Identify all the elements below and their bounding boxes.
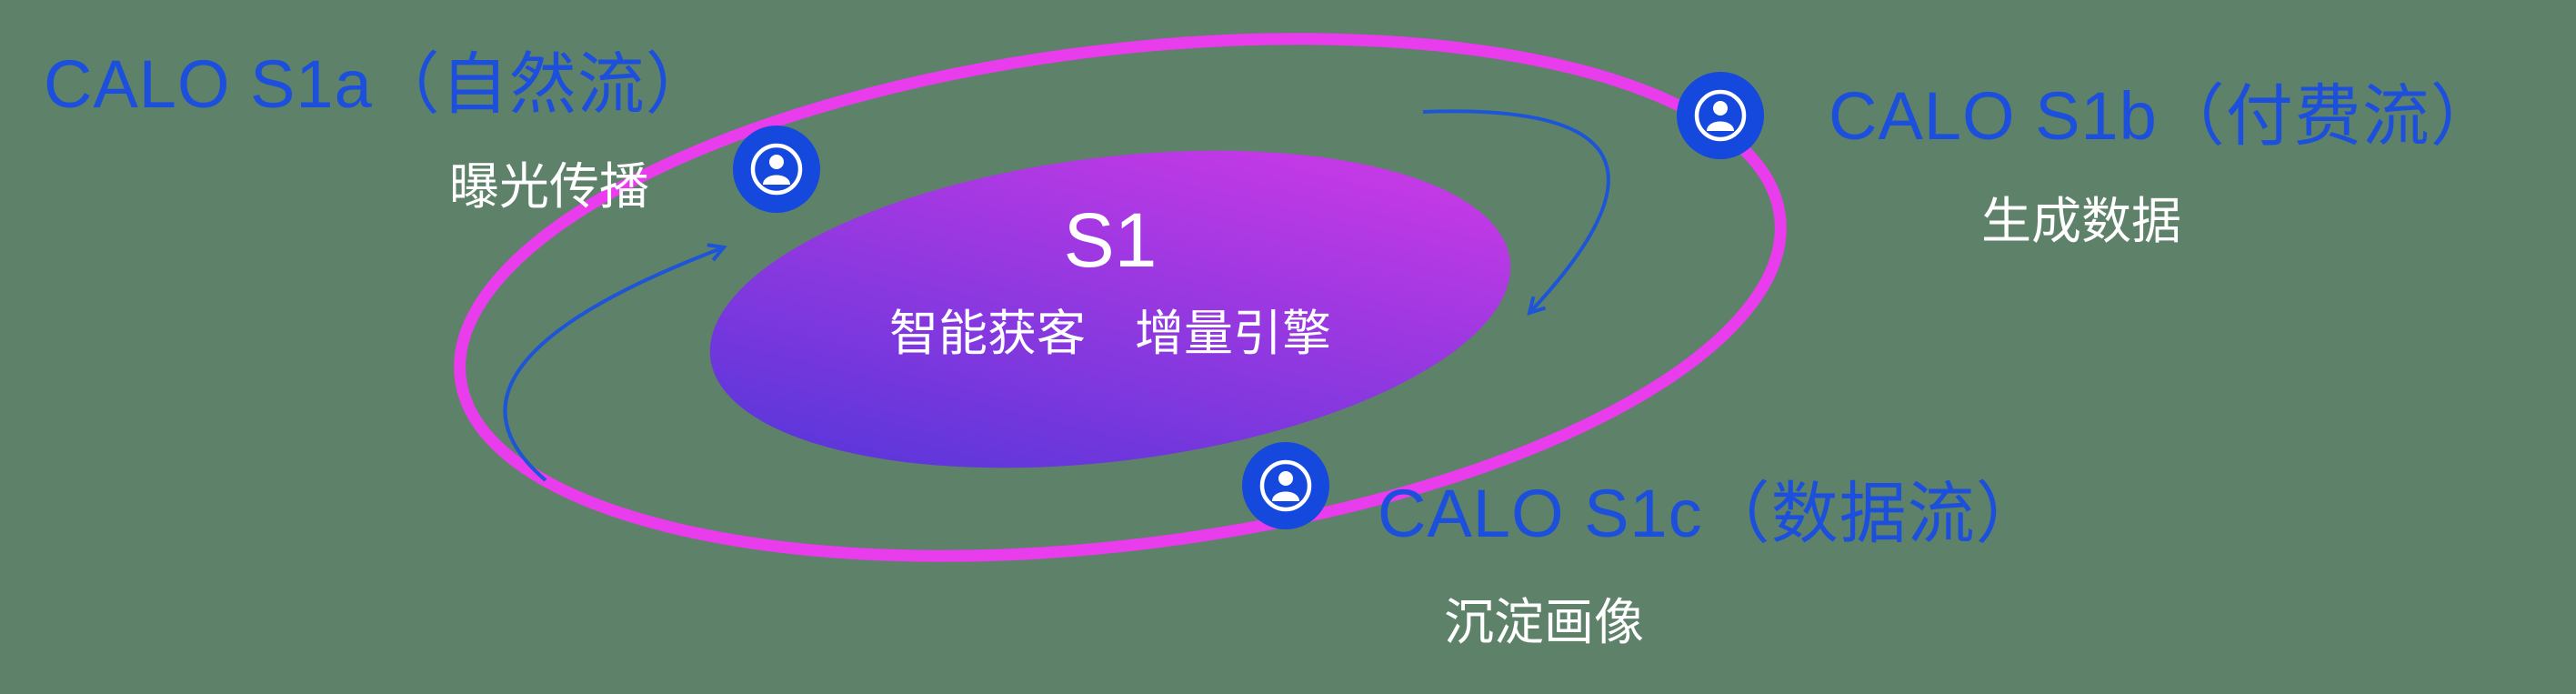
flow-arrow-top-right	[1422, 109, 1610, 316]
node-subtitle-s1c: 沉淀画像	[1444, 594, 1645, 650]
user-icon-body	[1272, 491, 1299, 501]
orbit-ring	[454, 33, 1787, 562]
user-icon-s1a	[733, 126, 820, 213]
user-icon-ring	[750, 143, 803, 196]
node-title-s1b: CALO S1b（付费流）	[1829, 78, 2499, 154]
node-title-s1c: CALO S1c（数据流）	[1378, 476, 2044, 551]
node-title-s1a: CALO S1a（自然流）	[44, 46, 714, 122]
user-icon-ring	[1259, 459, 1312, 512]
user-icon-s1c	[1242, 442, 1329, 529]
user-icon-head	[1278, 471, 1293, 486]
core-subtitle: 智能获客 增量引擎	[889, 307, 1331, 362]
user-icon-s1b	[1677, 72, 1764, 159]
flow-arrow-left	[503, 243, 727, 482]
node-subtitle-s1a: 曝光传播	[449, 158, 650, 215]
core-ellipse	[709, 150, 1511, 468]
user-icon-body	[763, 175, 790, 185]
core-label-group: S1 智能获客 增量引擎	[837, 198, 1383, 365]
node-subtitle-s1b: 生成数据	[1981, 193, 2182, 249]
user-icon-head	[769, 155, 784, 169]
core-title: S1	[1063, 197, 1158, 283]
user-icon-body	[1707, 121, 1734, 131]
user-icon-ring	[1694, 89, 1747, 142]
user-icon-head	[1713, 101, 1728, 116]
